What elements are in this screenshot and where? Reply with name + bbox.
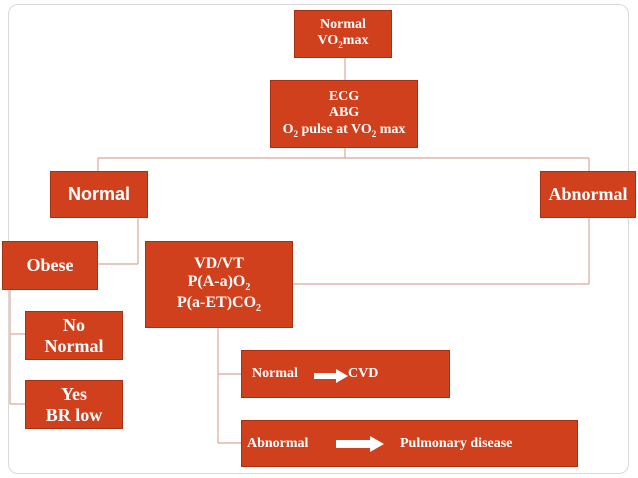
- root-line1: Normal: [320, 17, 366, 33]
- no-normal-node: No Normal: [25, 311, 123, 360]
- vdvt-line1: VD/VT: [194, 254, 244, 272]
- yes-br-low-node: Yes BR low: [25, 380, 123, 429]
- abnormal-label: Abnormal: [548, 184, 628, 204]
- obese-node: Obese: [2, 241, 98, 290]
- normal-vo2max-node: Normal VO2max: [294, 10, 392, 58]
- diagram-frame: [8, 4, 629, 474]
- normal-sub-label: Normal: [44, 335, 104, 356]
- abnormal-pulm-right: Pulmonary disease: [400, 435, 513, 451]
- yes-label: Yes: [61, 383, 87, 404]
- normal-label: Normal: [67, 184, 130, 204]
- obese-label: Obese: [26, 255, 74, 275]
- root-line2: VO2max: [317, 33, 369, 51]
- vdvt-node: VD/VT P(A-a)O2 P(a-ET)CO2: [145, 241, 293, 328]
- arrow-right-icon: [336, 436, 384, 452]
- tests-ecg: ECG: [328, 89, 360, 105]
- abnormal-pulm-left: Abnormal: [247, 435, 309, 451]
- normal-cvd-node: Normal CVD: [241, 350, 450, 398]
- vdvt-line3: P(a-ET)CO2: [176, 293, 262, 314]
- tests-abg: ABG: [328, 105, 360, 121]
- normal-cvd-right: CVD: [348, 366, 379, 381]
- arrow-right-icon: [314, 369, 348, 383]
- no-label: No: [63, 314, 85, 335]
- normal-cvd-left: Normal: [252, 366, 298, 381]
- br-low-label: BR low: [45, 404, 103, 425]
- vdvt-line2: P(A-a)O2: [187, 273, 251, 294]
- abnormal-node: Abnormal: [540, 171, 636, 218]
- abnormal-pulmonary-node: Abnormal Pulmonary disease: [241, 420, 578, 467]
- tests-o2-pulse: O2 pulse at VO2 max: [282, 121, 406, 139]
- tests-node: ECG ABG O2 pulse at VO2 max: [270, 80, 418, 148]
- normal-node: Normal: [50, 171, 148, 218]
